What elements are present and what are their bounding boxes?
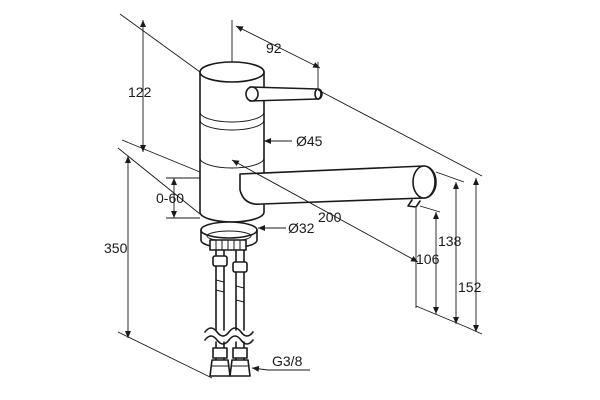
dimension-350: 350	[104, 147, 213, 379]
body-top-cap	[199, 61, 265, 83]
spout	[239, 165, 437, 208]
mounting-base	[200, 221, 258, 251]
dimension-diameter-32: Ø32	[258, 220, 315, 236]
thread-label: G3/8	[272, 353, 303, 369]
dimension-106: 106	[415, 205, 441, 317]
dimension-0-60: 0-60	[156, 177, 200, 219]
lever-handle	[245, 86, 323, 102]
supply-hoses	[204, 249, 254, 361]
dim-label-d45: Ø45	[296, 133, 323, 149]
dim-label-200: 200	[318, 209, 342, 225]
dimension-122: 122	[119, 13, 201, 173]
dimension-92: 92	[231, 20, 321, 88]
connection-fittings	[209, 347, 251, 377]
dimension-138: 138	[435, 171, 465, 327]
dim-label-d32: Ø32	[288, 220, 315, 236]
dim-label-350: 350	[104, 240, 128, 256]
dimension-152: 152	[317, 89, 483, 335]
dim-label-0-60: 0-60	[156, 190, 184, 206]
dim-label-152: 152	[458, 279, 482, 295]
thread-callout-g38: G3/8	[251, 353, 310, 372]
dim-label-122: 122	[128, 84, 152, 100]
dim-label-138: 138	[438, 233, 462, 249]
dimension-diameter-45: Ø45	[264, 133, 323, 149]
dim-label-106: 106	[416, 251, 440, 267]
dim-label-92: 92	[266, 40, 282, 56]
dimension-200: 200	[231, 159, 419, 308]
spout-outlet	[412, 165, 436, 199]
